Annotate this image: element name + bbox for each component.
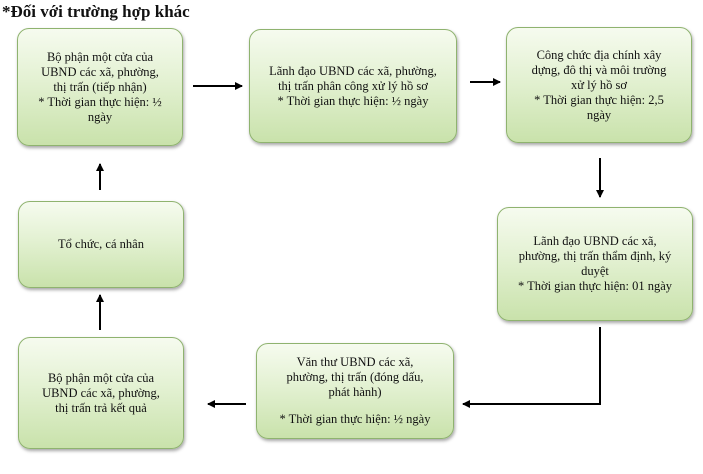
step-time: * Thời gian thực hiện: ½ ngày <box>279 412 431 426</box>
step-time: * Thời gian thực hiện: 01 ngày <box>517 279 673 293</box>
step-officer-process: Công chức địa chính xây dựng, đô thị và … <box>506 27 692 143</box>
step-text: UBND các xã, phường, <box>41 64 159 79</box>
step-time: * Thời gian thực hiện: ½ <box>38 94 162 109</box>
step-leader-assign: Lãnh đạo UBND các xã, phường, thị trấn p… <box>249 29 457 143</box>
step-text: thị trấn phân công xử lý hồ sơ <box>278 78 428 93</box>
step-text: phường, thị trấn (đóng dấu, <box>286 370 424 384</box>
step-applicant: Tổ chức, cá nhân <box>18 201 184 288</box>
step-text: dựng, đô thị và môi trường <box>531 62 667 77</box>
step-text: Lãnh đạo UBND các xã, <box>533 234 657 248</box>
arrow-4-to-5 <box>462 327 601 408</box>
step-leader-approve: Lãnh đạo UBND các xã, phường, thị trấn t… <box>497 207 693 321</box>
step-text: phát hành) <box>328 385 382 399</box>
step-text: phường, thị trấn thẩm định, ký <box>518 249 672 263</box>
step-text: duyệt <box>581 264 609 278</box>
step-text: xử lý hồ sơ <box>570 77 628 92</box>
step-time: ngày <box>87 109 113 124</box>
diagram-heading: *Đối với trường hợp khác <box>2 2 190 21</box>
step-text: Tổ chức, cá nhân <box>58 237 144 251</box>
step-text: Bộ phận một cửa của <box>47 370 155 385</box>
step-time: * Thời gian thực hiện: 2,5 <box>534 92 664 107</box>
step-one-stop-return: Bộ phận một cửa của UBND các xã, phường,… <box>18 337 184 449</box>
step-clerk-issue: Văn thư UBND các xã, phường, thị trấn (đ… <box>256 343 454 439</box>
step-one-stop-receive: Bộ phận một cửa của UBND các xã, phường,… <box>17 28 183 146</box>
step-text: Văn thư UBND các xã, <box>296 355 414 369</box>
step-time: ngày <box>586 107 612 122</box>
step-time: * Thời gian thực hiện: ½ ngày <box>277 93 429 108</box>
step-text: UBND các xã, phường, <box>42 385 160 400</box>
step-text: Công chức địa chính xây <box>536 47 662 62</box>
step-text: thị trấn trả kết quả <box>55 400 147 415</box>
step-text: thị trấn (tiếp nhận) <box>53 79 147 94</box>
step-text: Lãnh đạo UBND các xã, phường, <box>269 63 437 78</box>
step-text: Bộ phận một cửa của <box>46 49 154 64</box>
